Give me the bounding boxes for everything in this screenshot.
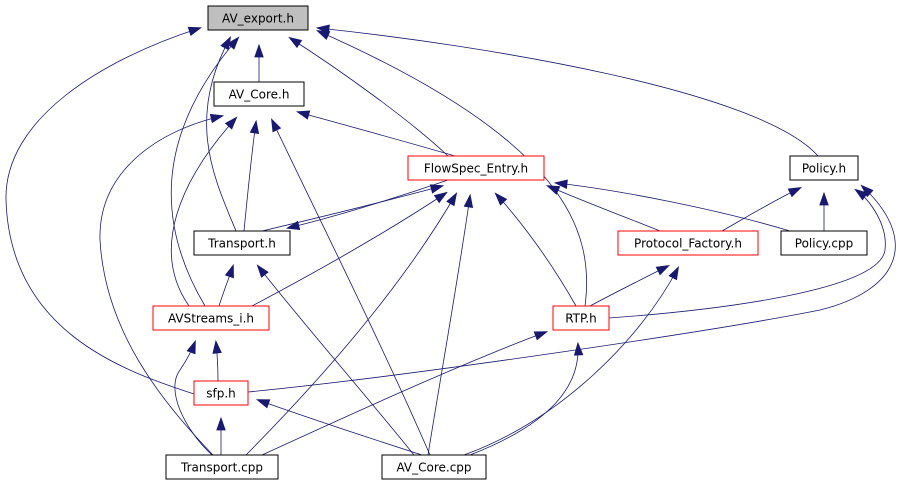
edge-av_core_cpp-to-rtp_h	[469, 343, 579, 456]
node-label: AV_Core.h	[229, 88, 290, 102]
edge-protocol_factory_h-to-flowspec_entry_h	[547, 185, 661, 232]
arrowhead-transport_h-to-flowspec_entry_h	[429, 184, 445, 194]
edge-flowspec_entry_h-to-av_export_h	[289, 37, 449, 157]
node-sfp-h[interactable]: sfp.h	[193, 380, 249, 406]
node-box	[552, 305, 610, 331]
node-rtp-h[interactable]: RTP.h	[552, 305, 610, 331]
arrowhead-av_core_cpp-to-protocol_factory_h	[668, 266, 680, 281]
edge-rtp_h-to-policy_h	[608, 189, 886, 319]
arrowhead-transport_cpp-to-sfp_h	[216, 416, 226, 431]
arrowhead-flowspec_entry_h-to-av_core_h	[295, 110, 311, 120]
edge-transport_cpp-to-flowspec_entry_h	[245, 193, 457, 456]
edge-transport_cpp-to-av_core_h	[99, 115, 223, 456]
node-box	[780, 230, 868, 256]
node-box	[165, 454, 279, 480]
node-label: Policy.h	[802, 162, 846, 176]
edge-rtp_h-to-av_export_h	[317, 30, 588, 307]
arrowhead-rtp_h-to-av_export_h	[315, 30, 331, 40]
node-av-core-cpp[interactable]: AV_Core.cpp	[381, 454, 487, 480]
node-transport-h[interactable]: Transport.h	[193, 230, 291, 256]
arrowhead-sfp_h-to-av_export_h	[187, 26, 203, 37]
node-flowspec-entry-h[interactable]: FlowSpec_Entry.h	[407, 155, 545, 181]
arrowhead-av_core_cpp-to-transport_h	[256, 264, 269, 278]
arrowhead-avstreams_i_h-to-transport_h	[224, 263, 234, 279]
arrowhead-policy_cpp-to-policy_h	[819, 191, 829, 206]
edge-av_core_cpp-to-flowspec_entry_h	[427, 195, 471, 456]
node-box	[213, 81, 305, 107]
arrowhead-protocol_factory_h-to-policy_h	[787, 187, 802, 198]
arrowhead-avstreams_i_h-to-av_core_h	[224, 116, 238, 130]
arrowhead-avstreams_i_h-to-av_export_h	[226, 36, 240, 50]
edge-policy_cpp-to-flowspec_entry_h	[555, 182, 791, 232]
arrowhead-rtp_h-to-policy_h	[854, 188, 869, 201]
node-label: Policy.cpp	[795, 237, 853, 251]
node-label: RTP.h	[565, 312, 597, 326]
edge-transport_h-to-av_core_h	[243, 121, 257, 232]
arrowhead-rtp_h-to-protocol_factory_h	[655, 265, 670, 276]
arrowhead-transport_cpp-to-avstreams_i_h	[186, 339, 196, 355]
node-label: sfp.h	[206, 387, 236, 401]
node-label: Transport.cpp	[180, 461, 263, 475]
node-box	[789, 155, 859, 181]
node-label: AV_Core.cpp	[396, 461, 471, 475]
arrowhead-sfp_h-to-avstreams_i_h	[212, 339, 222, 354]
edge-flowspec_entry_h-to-av_core_h	[297, 111, 456, 157]
edge-policy_h-to-av_export_h	[317, 27, 819, 157]
arrowhead-flowspec_entry_h-to-av_export_h	[288, 36, 303, 49]
arrowhead-protocol_factory_h-to-flowspec_entry_h	[545, 185, 561, 195]
arrowhead-rtp_h-to-flowspec_entry_h	[494, 192, 508, 206]
edge-rtp_h-to-protocol_factory_h	[589, 265, 669, 307]
node-box	[193, 380, 249, 406]
edge-av_core_cpp-to-protocol_factory_h	[463, 267, 679, 456]
node-label: Transport.h	[207, 237, 276, 251]
node-label: AV_export.h	[222, 12, 294, 26]
edge-av_core_cpp-to-av_core_h	[271, 119, 431, 456]
node-policy-cpp[interactable]: Policy.cpp	[780, 230, 868, 256]
edge-avstreams_i_h-to-av_core_h	[170, 117, 237, 307]
node-box	[617, 230, 759, 256]
edge-flowspec_entry_h-to-transport_h	[287, 179, 449, 229]
edge-avstreams_i_h-to-flowspec_entry_h	[251, 192, 447, 307]
node-label: FlowSpec_Entry.h	[424, 162, 528, 176]
node-avstreams-i-h[interactable]: AVStreams_i.h	[152, 305, 270, 331]
edge-avstreams_i_h-to-av_export_h	[170, 37, 239, 307]
arrowhead-transport_cpp-to-rtp_h	[533, 331, 549, 341]
node-box	[207, 5, 309, 31]
edge-av_core_cpp-to-transport_h	[257, 265, 415, 456]
arrowhead-transport_cpp-to-flowspec_entry_h	[446, 192, 458, 207]
edge-sfp_h-to-av_export_h	[5, 27, 201, 395]
node-label: AVStreams_i.h	[168, 312, 254, 326]
arrowhead-av_core_cpp-to-sfp_h	[255, 399, 271, 409]
arrowhead-av_core_cpp-to-av_core_h	[271, 118, 282, 133]
edge-av_core_cpp-to-sfp_h	[257, 399, 423, 456]
arrowhead-av_core_cpp-to-flowspec_entry_h	[463, 193, 474, 208]
arrowhead-transport_h-to-av_core_h	[249, 119, 260, 134]
edge-sfp_h-to-policy_h	[247, 185, 896, 393]
arrowhead-transport_cpp-to-av_core_h	[209, 113, 225, 124]
node-box	[407, 155, 545, 181]
node-transport-cpp[interactable]: Transport.cpp	[165, 454, 279, 480]
edge-layer	[5, 24, 896, 456]
arrowhead-policy_cpp-to-flowspec_entry_h	[553, 179, 568, 189]
node-box	[152, 305, 270, 331]
node-label: Protocol_Factory.h	[634, 237, 742, 251]
node-policy-h[interactable]: Policy.h	[789, 155, 859, 181]
arrowhead-sfp_h-to-policy_h	[860, 184, 874, 198]
node-box	[381, 454, 487, 480]
edge-transport_h-to-flowspec_entry_h	[261, 185, 443, 232]
edge-protocol_factory_h-to-policy_h	[721, 187, 801, 232]
arrowhead-flowspec_entry_h-to-transport_h	[285, 220, 301, 230]
arrowhead-avstreams_i_h-to-flowspec_entry_h	[433, 191, 448, 204]
arrowhead-av_core_cpp-to-rtp_h	[573, 341, 584, 356]
node-protocol-factory-h[interactable]: Protocol_Factory.h	[617, 230, 759, 256]
node-av-core-h[interactable]: AV_Core.h	[213, 81, 305, 107]
edge-transport_h-to-av_export_h	[206, 37, 237, 232]
node-box	[193, 230, 291, 256]
edge-rtp_h-to-flowspec_entry_h	[495, 193, 577, 307]
node-av-export-h[interactable]: AV_export.h	[207, 5, 309, 31]
edge-transport_cpp-to-rtp_h	[261, 331, 547, 456]
arrowhead-av_core_h-to-av_export_h	[254, 43, 264, 58]
